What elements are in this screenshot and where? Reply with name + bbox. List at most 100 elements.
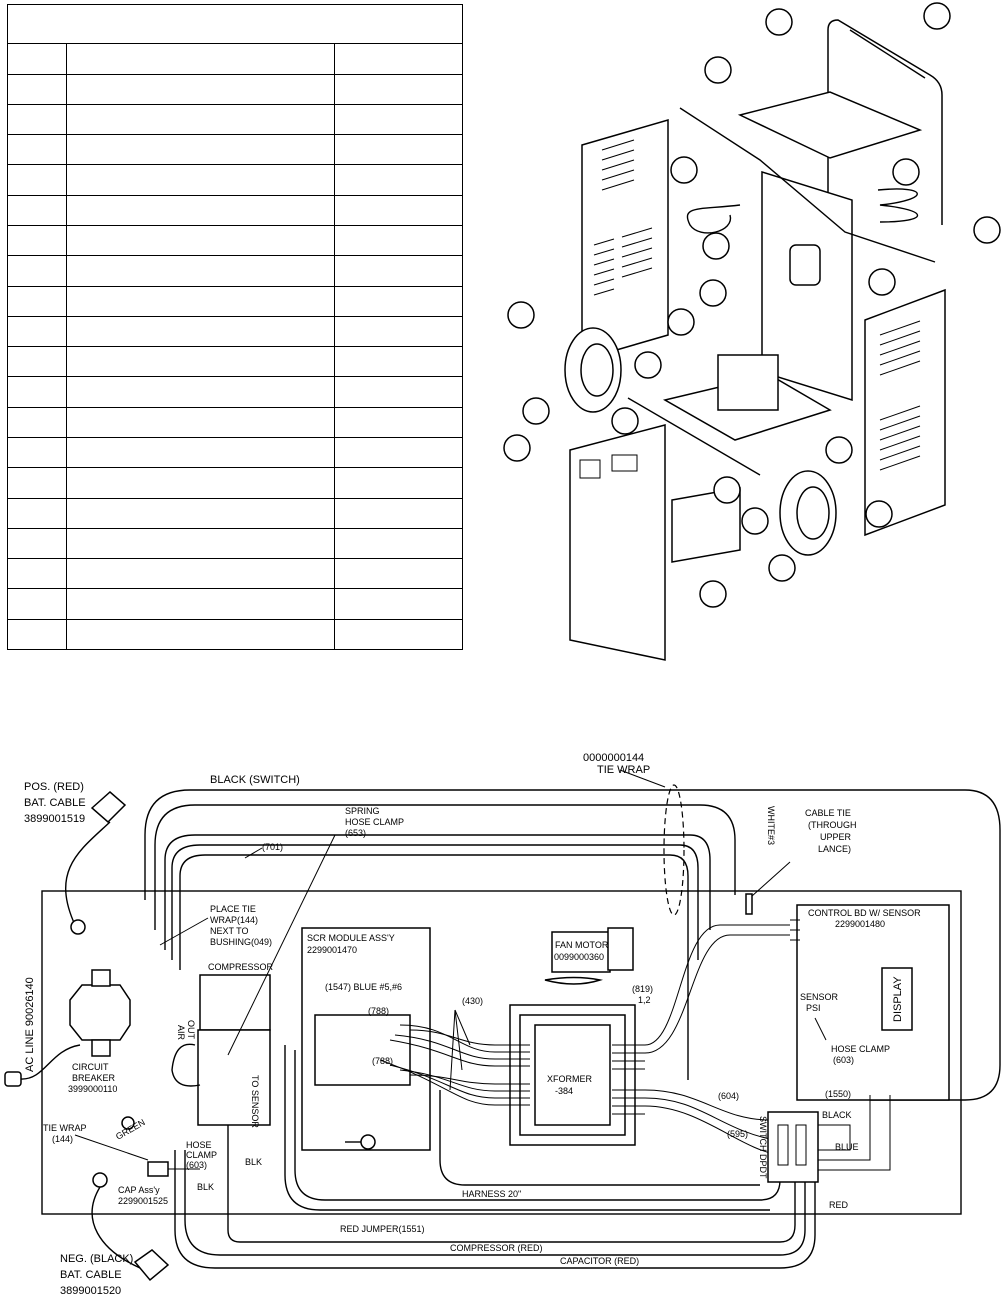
label-ac-line: AC LINE 90026140 (24, 977, 36, 1072)
label-wire-788b: (788) (372, 1056, 393, 1066)
table-cell (66, 527, 335, 560)
label-tie-wrap: TIE WRAP (597, 764, 650, 776)
compressor (171, 974, 271, 1126)
label-air-out-1: AIR (176, 1025, 186, 1041)
label-place-tie-1: PLACE TIE (210, 904, 256, 914)
label-xformer-2: -384 (555, 1086, 573, 1096)
table-cell (333, 164, 464, 196)
label-hose-clamp-603: HOSE CLAMP (831, 1044, 890, 1054)
label-pos-cable-2: BAT. CABLE (24, 797, 86, 809)
transformer (495, 1004, 645, 1146)
tie-wrap-marker (663, 784, 685, 916)
label-cap-assy: CAP Ass'y (118, 1185, 160, 1195)
table-row (7, 406, 464, 439)
label-circuit-breaker-1: CIRCUIT (72, 1062, 109, 1072)
transformer-part (717, 354, 779, 411)
label-cable-tie-1: CABLE TIE (805, 808, 851, 818)
table-cell (66, 103, 335, 136)
wiring-diagram: BLACK (SWITCH) 0000000144 TIE WRAP POS. … (4, 752, 1001, 1297)
table-cell (66, 73, 335, 105)
label-circuit-breaker-part: 3999000110 (68, 1084, 117, 1094)
label-harness: HARNESS 20" (462, 1189, 521, 1199)
positive-clamp (65, 791, 127, 935)
label-blue-wire: BLUE (835, 1142, 859, 1152)
leader-lines (74, 769, 827, 1161)
ac-plug (4, 1044, 135, 1130)
table-row (7, 73, 464, 105)
label-compressor: COMPRESSOR (208, 962, 274, 972)
label-wire-604: (604) (718, 1091, 739, 1101)
table-cell (333, 346, 464, 378)
label-hose-clamp-left-2: CLAMP (186, 1150, 217, 1160)
positive-cable (679, 107, 936, 263)
table-cell (333, 134, 464, 166)
label-control-bd-part: 2299001480 (835, 919, 885, 929)
label-tie-wrap-144-2: (144) (52, 1134, 73, 1144)
label-wire-788a: (788) (368, 1006, 389, 1016)
label-red-jumper: RED JUMPER(1551) (340, 1224, 425, 1234)
label-fan-motor: FAN MOTOR (555, 940, 609, 950)
top-cover (737, 91, 923, 159)
label-neg-cable-2: BAT. CABLE (60, 1269, 122, 1281)
label-pos-cable-1: POS. (RED) (24, 781, 84, 793)
table-cell (333, 255, 464, 287)
label-compressor-red: COMPRESSOR (RED) (450, 1243, 543, 1253)
label-blk-1: BLK (245, 1157, 262, 1167)
label-wire-701: (701) (262, 842, 283, 852)
table-cell (7, 315, 67, 348)
wire-harness-top (144, 789, 1001, 1101)
control-board (790, 904, 950, 1101)
table-cell (333, 285, 464, 317)
callout-bubbles (503, 2, 1001, 608)
label-cable-tie-3: UPPER (820, 832, 852, 842)
label-control-bd: CONTROL BD W/ SENSOR (808, 908, 921, 918)
label-spring-clamp-part: (653) (345, 828, 366, 838)
label-blk-2: BLK (197, 1182, 214, 1192)
label-cable-tie-2: (THROUGH (808, 820, 857, 830)
label-spring-clamp-2: HOSE CLAMP (345, 817, 404, 827)
fan-motor-part (789, 244, 821, 286)
table-cell (333, 437, 464, 469)
table-cell (7, 497, 67, 529)
table-row (7, 437, 464, 469)
label-display: DISPLAY (892, 976, 904, 1022)
table-row (7, 103, 464, 136)
right-side-panel (864, 288, 946, 537)
label-neg-cable-part: 3899001520 (60, 1285, 121, 1297)
label-circuit-breaker-2: BREAKER (72, 1073, 116, 1083)
table-cell (333, 194, 464, 227)
label-cable-tie-4: LANCE) (818, 844, 851, 854)
right-wheel (779, 470, 837, 556)
fan-motor (544, 927, 634, 985)
label-hose-clamp-left-1: HOSE (186, 1140, 212, 1150)
column-header-description (66, 43, 335, 75)
table-cell (7, 618, 67, 651)
label-tie-wrap-part: 0000000144 (583, 752, 644, 764)
table-cell (7, 164, 67, 196)
label-wire-819-1: (819) (632, 984, 653, 994)
label-place-tie-2: WRAP(144) (210, 915, 258, 925)
table-cell (7, 467, 67, 499)
table-row (7, 315, 464, 348)
label-sensor-psi-1: SENSOR (800, 992, 839, 1002)
label-black-wire: BLACK (822, 1110, 852, 1120)
coiled-cable (877, 188, 918, 223)
table-row (7, 618, 464, 651)
capacitor (147, 1161, 200, 1177)
label-fan-motor-part: 0099000360 (554, 952, 604, 962)
left-wheel (564, 327, 622, 413)
table-cell (333, 618, 464, 651)
label-neg-cable-1: NEG. (BLACK) (60, 1253, 133, 1265)
parts-list-table (6, 3, 464, 651)
table-row (7, 346, 464, 378)
table-cell (333, 558, 464, 590)
xformer-right-wires (644, 924, 790, 1156)
table-cell (66, 134, 335, 166)
label-place-tie-3: NEXT TO (210, 926, 249, 936)
label-white-3: WHITE#3 (766, 806, 776, 845)
exploded-view (503, 2, 1001, 661)
label-wire-430: (430) (462, 996, 483, 1006)
wire-harness-bottom (174, 1045, 816, 1269)
dpdt-switch (767, 1095, 891, 1183)
